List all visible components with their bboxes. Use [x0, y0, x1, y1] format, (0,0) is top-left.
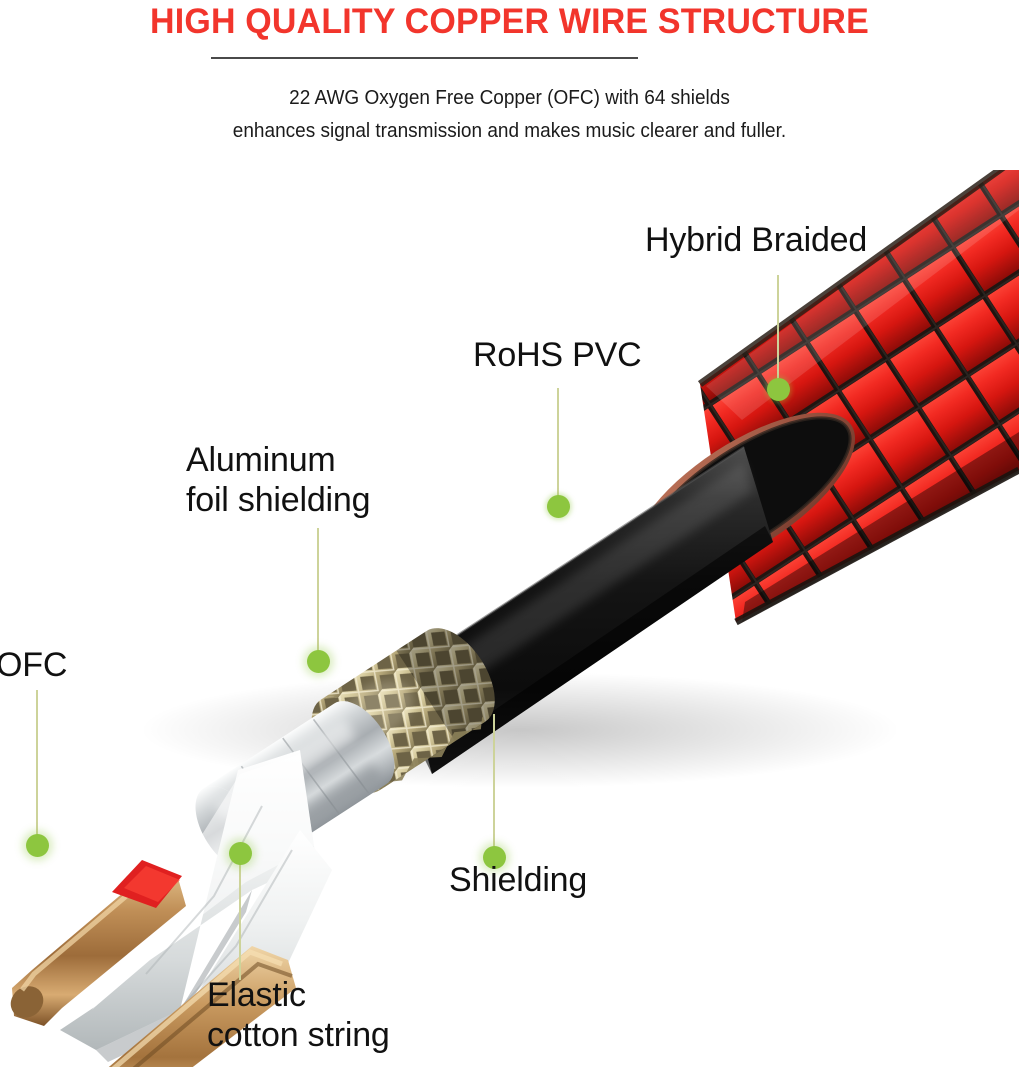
label-shielding: Shielding	[449, 861, 588, 899]
subtitle-line-1: 22 AWG Oxygen Free Copper (OFC) with 64 …	[289, 87, 730, 109]
anchor-dot-hybrid-braided	[767, 378, 790, 401]
label-hybrid-braided: Hybrid Braided	[645, 221, 868, 259]
label-elastic-cotton-line-2: cotton string	[207, 1016, 390, 1054]
label-elastic-cotton-line-1: Elastic	[207, 976, 306, 1014]
ofc-conductors	[10, 860, 296, 1067]
page-title: HIGH QUALITY COPPER WIRE STRUCTURE	[150, 2, 869, 41]
cable-illustration: Hybrid Braided RoHS PVC Aluminum foil sh…	[0, 170, 1019, 1067]
label-rohs-pvc: RoHS PVC	[473, 336, 642, 374]
label-ofc: OFC	[0, 646, 68, 684]
leader-lines	[36, 275, 779, 980]
label-aluminum-foil-shielding: Aluminum foil shielding	[186, 440, 371, 520]
anchor-dot-elastic-cotton	[229, 842, 252, 865]
anchor-dot-ofc	[26, 834, 49, 857]
label-aluminum-foil-line-1: Aluminum	[186, 441, 336, 479]
rohs-pvc-jacket	[403, 446, 773, 774]
anchor-dot-rohs-pvc	[547, 495, 570, 518]
header-block: HIGH QUALITY COPPER WIRE STRUCTURE 22 AW…	[0, 0, 1019, 170]
label-elastic-cotton-string: Elastic cotton string	[207, 975, 390, 1055]
title-divider	[211, 57, 638, 59]
anchor-dot-aluminum-foil	[307, 650, 330, 673]
label-aluminum-foil-line-2: foil shielding	[186, 481, 371, 519]
subtitle-line-2: enhances signal transmission and makes m…	[232, 120, 787, 142]
cable-cutaway-graphic	[10, 170, 1019, 1067]
anchor-dot-shielding	[483, 846, 506, 869]
